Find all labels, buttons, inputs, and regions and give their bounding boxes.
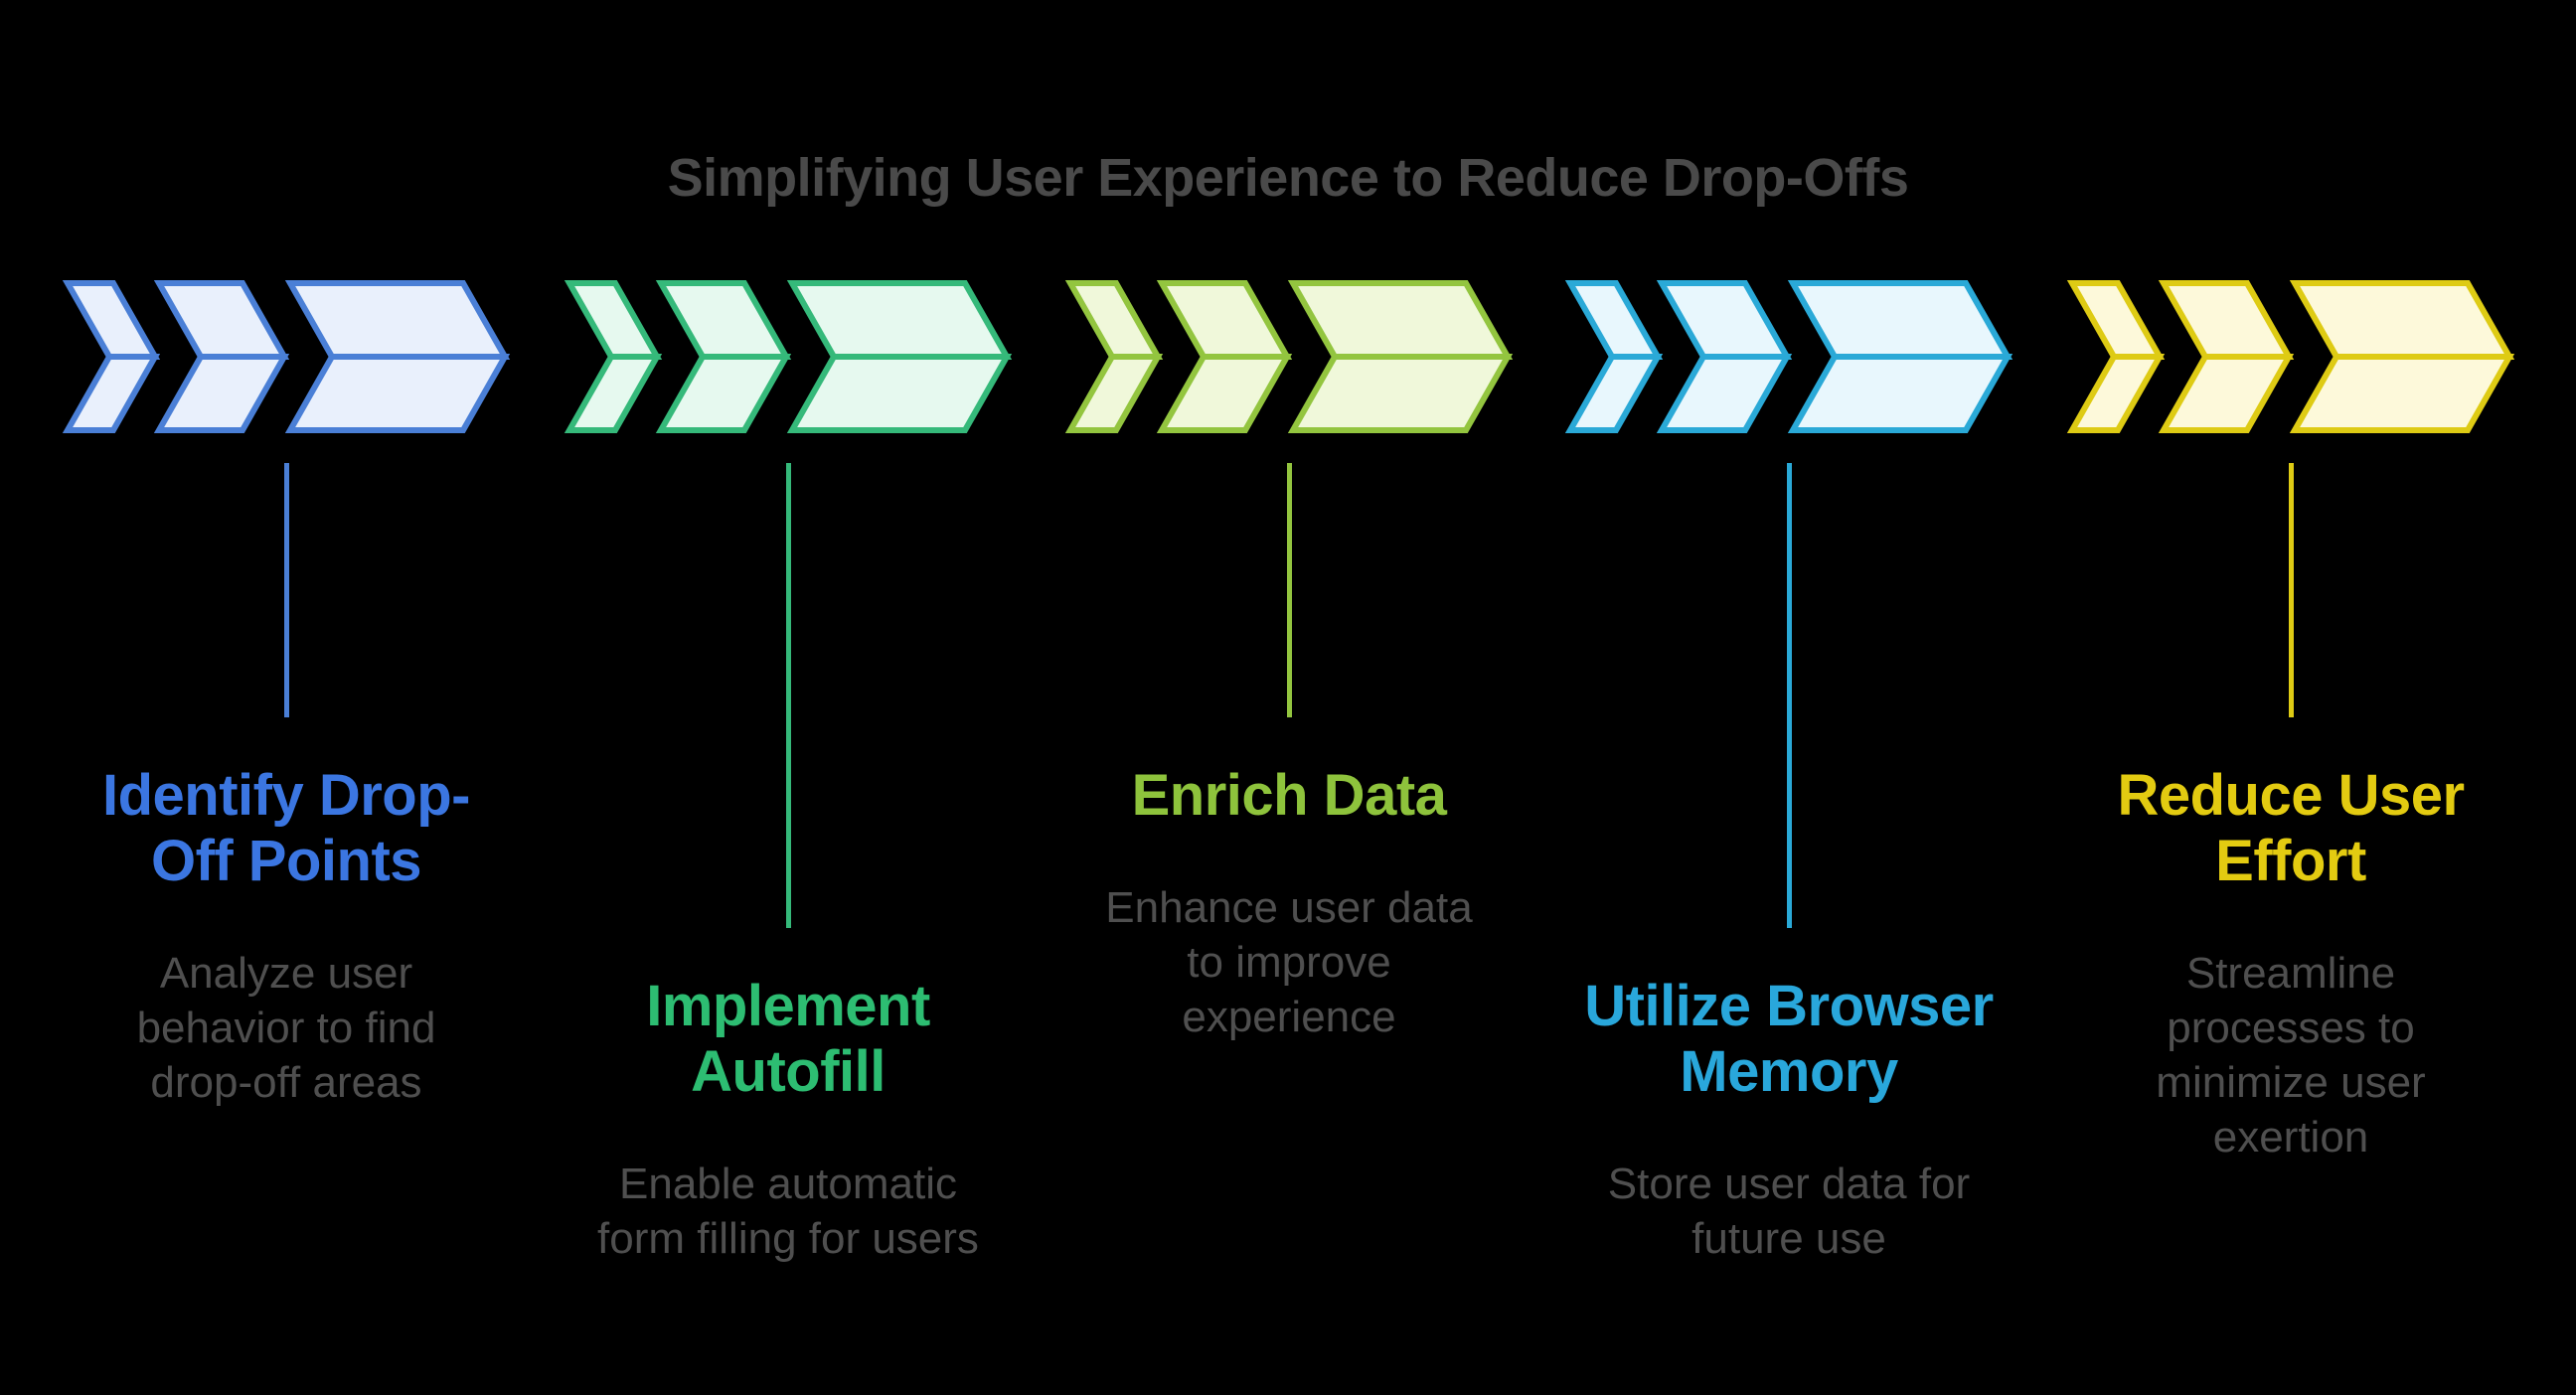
step-heading-line: Memory bbox=[1680, 1039, 1898, 1104]
chevron-half bbox=[564, 354, 663, 433]
connector-line bbox=[284, 463, 289, 717]
chevron-arrows-icon bbox=[2066, 280, 2515, 433]
step-description-line: Enhance user data bbox=[1105, 883, 1473, 932]
chevron-half bbox=[2158, 280, 2295, 360]
chevron-half bbox=[786, 280, 1013, 360]
step-heading: Enrich Data bbox=[1050, 763, 1528, 829]
step-description-line: to improve bbox=[1187, 938, 1391, 987]
chevron-half bbox=[284, 280, 511, 360]
chevron-half bbox=[1564, 354, 1664, 433]
step-heading-line: Implement bbox=[646, 974, 930, 1038]
chevron-half bbox=[2066, 354, 2166, 433]
chevron-half bbox=[655, 280, 792, 360]
chevron-half bbox=[1287, 280, 1514, 360]
step-description: Enable automatic form filling for users bbox=[550, 1157, 1027, 1266]
chevron-half bbox=[2158, 354, 2295, 433]
chevron-half bbox=[1287, 354, 1514, 433]
chevron-half bbox=[786, 354, 1013, 433]
step-description-line: Analyze user bbox=[159, 949, 413, 998]
step-heading-line: Utilize Browser bbox=[1584, 974, 1994, 1038]
step-description-line: Store user data for bbox=[1607, 1160, 1971, 1208]
step-description-line: minimize user bbox=[2156, 1058, 2426, 1107]
chevron-half bbox=[62, 354, 161, 433]
step-description-line: drop-off areas bbox=[150, 1058, 422, 1107]
chevron-half bbox=[62, 280, 161, 360]
step-description-line: Enable automatic bbox=[619, 1160, 957, 1208]
step-description: Analyze user behavior to find drop-off a… bbox=[48, 946, 525, 1110]
chevron-half bbox=[284, 354, 511, 433]
step-heading: Utilize Browser Memory bbox=[1550, 974, 2027, 1105]
step-heading-line: Effort bbox=[2215, 829, 2366, 893]
chevron-half bbox=[564, 280, 663, 360]
step-description-line: experience bbox=[1182, 993, 1396, 1041]
connector-line bbox=[786, 463, 791, 928]
step-heading-line: Off Points bbox=[150, 829, 422, 893]
chevron-half bbox=[1787, 354, 2013, 433]
chevron-half bbox=[1656, 354, 1793, 433]
chevron-half bbox=[1656, 280, 1793, 360]
step-heading-line: Identify Drop- bbox=[102, 763, 470, 828]
page-title: Simplifying User Experience to Reduce Dr… bbox=[667, 148, 1909, 208]
chevron-half bbox=[1564, 280, 1664, 360]
step-description-line: exertion bbox=[2212, 1113, 2369, 1162]
chevron-arrows-icon bbox=[62, 280, 511, 433]
step-heading-line: Autofill bbox=[691, 1039, 886, 1104]
chevron-half bbox=[655, 354, 792, 433]
chevron-half bbox=[1156, 280, 1293, 360]
connector-line bbox=[1787, 463, 1792, 928]
connector-line bbox=[1287, 463, 1292, 717]
step-description-line: behavior to find bbox=[136, 1004, 436, 1052]
chevron-half bbox=[2066, 280, 2166, 360]
step-description: Streamline processes to minimize user ex… bbox=[2052, 946, 2529, 1164]
connector-line bbox=[2289, 463, 2294, 717]
chevron-half bbox=[1064, 354, 1164, 433]
step-heading: Reduce User Effort bbox=[2052, 763, 2529, 894]
step-description-line: future use bbox=[1691, 1214, 1886, 1263]
chevron-arrows-icon bbox=[564, 280, 1013, 433]
step-heading-line: Enrich Data bbox=[1131, 763, 1447, 828]
chevron-half bbox=[2289, 354, 2515, 433]
step-description: Enhance user data to improve experience bbox=[1050, 880, 1528, 1044]
step-description-line: form filling for users bbox=[597, 1214, 979, 1263]
chevron-half bbox=[1156, 354, 1293, 433]
step-heading: Implement Autofill bbox=[550, 974, 1027, 1105]
chevron-arrows-icon bbox=[1564, 280, 2013, 433]
step-description-line: processes to bbox=[2167, 1004, 2415, 1052]
chevron-half bbox=[1064, 280, 1164, 360]
step-heading-line: Reduce User bbox=[2117, 763, 2465, 828]
step-description: Store user data for future use bbox=[1550, 1157, 2027, 1266]
chevron-half bbox=[1787, 280, 2013, 360]
step-heading: Identify Drop- Off Points bbox=[48, 763, 525, 894]
chevron-half bbox=[2289, 280, 2515, 360]
chevron-half bbox=[153, 280, 290, 360]
step-description-line: Streamline bbox=[2185, 949, 2396, 998]
chevron-arrows-icon bbox=[1064, 280, 1514, 433]
chevron-half bbox=[153, 354, 290, 433]
